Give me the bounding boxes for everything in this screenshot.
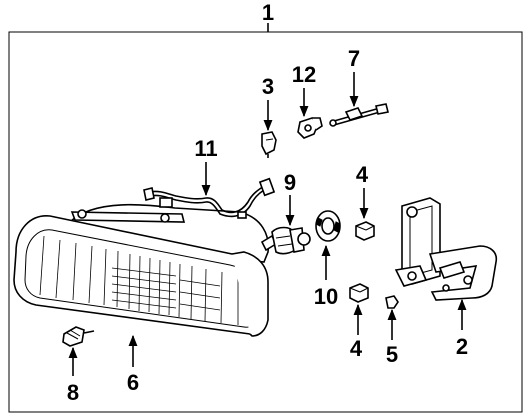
callout-8: 8 [67,380,79,405]
clip-nut-5 [385,295,399,309]
bulb-retainer-ring [315,210,341,242]
wiring-harness [143,177,276,219]
adjusting-screw [329,103,389,127]
callout-4-upper: 4 [356,162,369,187]
headlamp-housing [13,203,270,337]
callout-12: 12 [292,62,316,87]
callout-11: 11 [194,136,217,161]
callout-5: 5 [386,342,398,367]
callout-4-lower: 4 [350,336,363,361]
headlamp-bulb [260,226,311,255]
retainer-clip-3 [261,131,277,158]
nut-lower [349,283,369,303]
callout-7: 7 [348,46,360,71]
nut-upper [355,221,375,241]
callout-10: 10 [314,284,338,309]
assembly-border [8,31,523,413]
mounting-bracket [394,197,498,301]
callout-2: 2 [456,334,468,359]
callout-3: 3 [262,74,274,99]
side-marker-socket [62,326,95,347]
callout-6: 6 [127,370,139,395]
bracket-12 [297,117,323,139]
callout-1: 1 [262,0,274,25]
callout-9: 9 [284,170,296,195]
